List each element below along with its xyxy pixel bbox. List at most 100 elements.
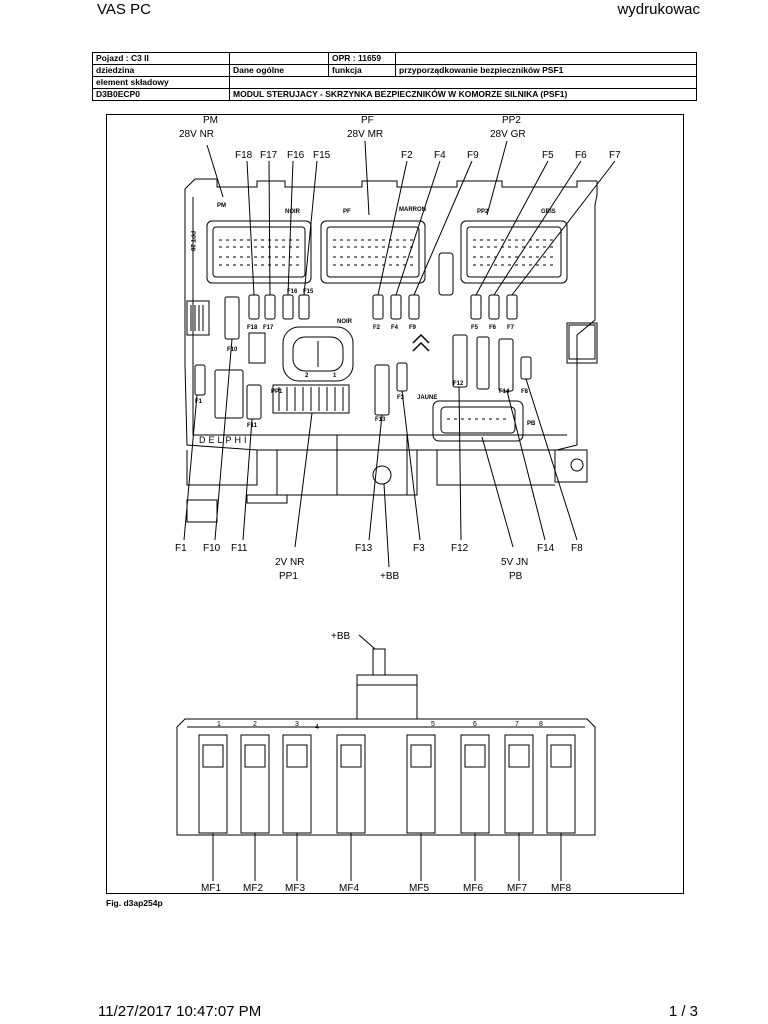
label-pf: PF [361,115,374,126]
inner-label-gris: GRIS [541,209,556,215]
label-bb: +BB [380,571,400,582]
label-bb-bottom: +BB [331,631,351,642]
inner-label-pp2: PP2 [477,209,489,215]
callout-f2 [377,160,408,296]
label-mf1: MF1 [201,883,221,893]
label-bottom-f1: F1 [175,543,187,554]
header-print-label[interactable]: wydrukowac [617,1,700,18]
inner-label-f9: F9 [409,325,417,331]
inner-label-f8: F8 [521,389,529,395]
fuse-f12 [452,334,468,388]
inner-label-f5: F5 [471,325,479,331]
callout-f16 [287,160,294,296]
label-f16: F16 [287,150,305,161]
fuse-f4 [390,294,402,320]
bb-stud-mount [336,434,408,496]
label-pm: PM [203,115,218,126]
slot-2: 2 [253,721,257,728]
fuse-f10 [224,296,240,340]
clip-left-bottom [186,499,218,523]
callout-f6 [493,160,582,296]
slot-4: 4 [315,724,319,731]
connector-pm-inner [212,226,306,278]
callout-f17 [268,160,271,296]
pm-pins [219,239,299,266]
label-mf3: MF3 [285,883,305,893]
connector-pf-inner [326,226,420,278]
callout-pm [206,144,224,198]
inner-label-ppt: PPT 20 [189,231,195,252]
inner-label-pm: PM [217,203,226,209]
label-pf-voltage: 28V MR [347,129,383,140]
socket-noir [282,326,354,382]
callout-b-f8 [525,378,578,541]
header-app-title: VAS PC [97,1,151,18]
housing-outline [184,178,598,451]
inner-label-f2: F2 [373,325,381,331]
housing-skirt [186,450,555,496]
bb-terminal-block [356,674,418,720]
domain-value-cell: Dane ogólne [229,64,329,77]
inner-label-jaune: JAUNE [417,395,437,401]
callout-pf [364,140,370,216]
label-f4: F4 [434,150,446,161]
footer-timestamp: 11/27/2017 10:47:07 PM [98,1003,262,1020]
fuse-box-diagram: PM 28V NR PF 28V MR PP2 28V GR F18 F17 F… [175,115,621,893]
slot-5: 5 [431,721,435,728]
inner-label-f7: F7 [507,325,515,331]
mount-hole-right [570,458,584,472]
label-mf2: MF2 [243,883,263,893]
inner-label-f18: F18 [247,325,258,331]
label-pp1-voltage: 2V NR [275,557,304,568]
relay-mid [476,336,490,390]
vent-lines [190,305,204,331]
callout-f9 [413,160,473,296]
fuse-f17 [264,294,276,320]
empty-cell [229,52,329,65]
callout-f18 [246,160,255,296]
label-pm-voltage: 28V NR [179,129,214,140]
label-f6: F6 [575,150,587,161]
vent-grille [186,300,210,336]
inner-label-1: 1 [333,373,337,379]
callout-b-f11 [242,418,253,541]
fuse-f14 [498,338,514,392]
fuse-f2 [372,294,384,320]
mount-tab-right [566,322,598,364]
label-bottom-f3: F3 [413,543,425,554]
inner-label-f10: F10 [227,347,238,353]
inner-label-f3: F3 [397,395,405,401]
fuse-f8 [520,356,532,380]
bottom-housing [176,684,596,836]
component-code-cell: D3B0ECP0 [92,88,230,101]
component-label-cell: element składowy [92,76,230,89]
function-value-cell: przyporządkowanie bezpieczników PSF1 [395,64,697,77]
connector-pb [432,400,524,442]
inner-label-f15: F15 [303,289,314,295]
callout-pp2 [486,140,508,216]
fuse-f6 [488,294,500,320]
inner-label-pb: PB [527,421,536,427]
callout-pb [481,436,514,548]
label-f2: F2 [401,150,413,161]
label-bottom-f11: F11 [231,543,248,554]
inner-label-pp1: PP1 [271,389,283,395]
function-label-cell: funkcja [328,64,396,77]
label-f17: F17 [260,150,278,161]
inner-label-f16: F16 [287,289,298,295]
inner-label-noir: NOIR [285,209,301,215]
callout-b-f13 [368,414,383,541]
label-pp2-voltage: 28V GR [490,129,526,140]
footer-page-number: 1 / 3 [668,1003,698,1020]
inner-label-f6: F6 [489,325,497,331]
bb-callout [358,634,376,650]
fuse-box-figure: PM 28V NR PF 28V MR PP2 28V GR F18 F17 F… [106,114,684,894]
label-mf7: MF7 [507,883,527,893]
bb-stud [372,465,392,485]
label-mf8: MF8 [551,883,571,893]
callout-b-f10 [214,338,233,541]
brand-logo [412,333,430,352]
label-bottom-f12: F12 [451,543,469,554]
inner-label-2: 2 [305,373,309,379]
inner-label-pf: PF [343,209,351,215]
